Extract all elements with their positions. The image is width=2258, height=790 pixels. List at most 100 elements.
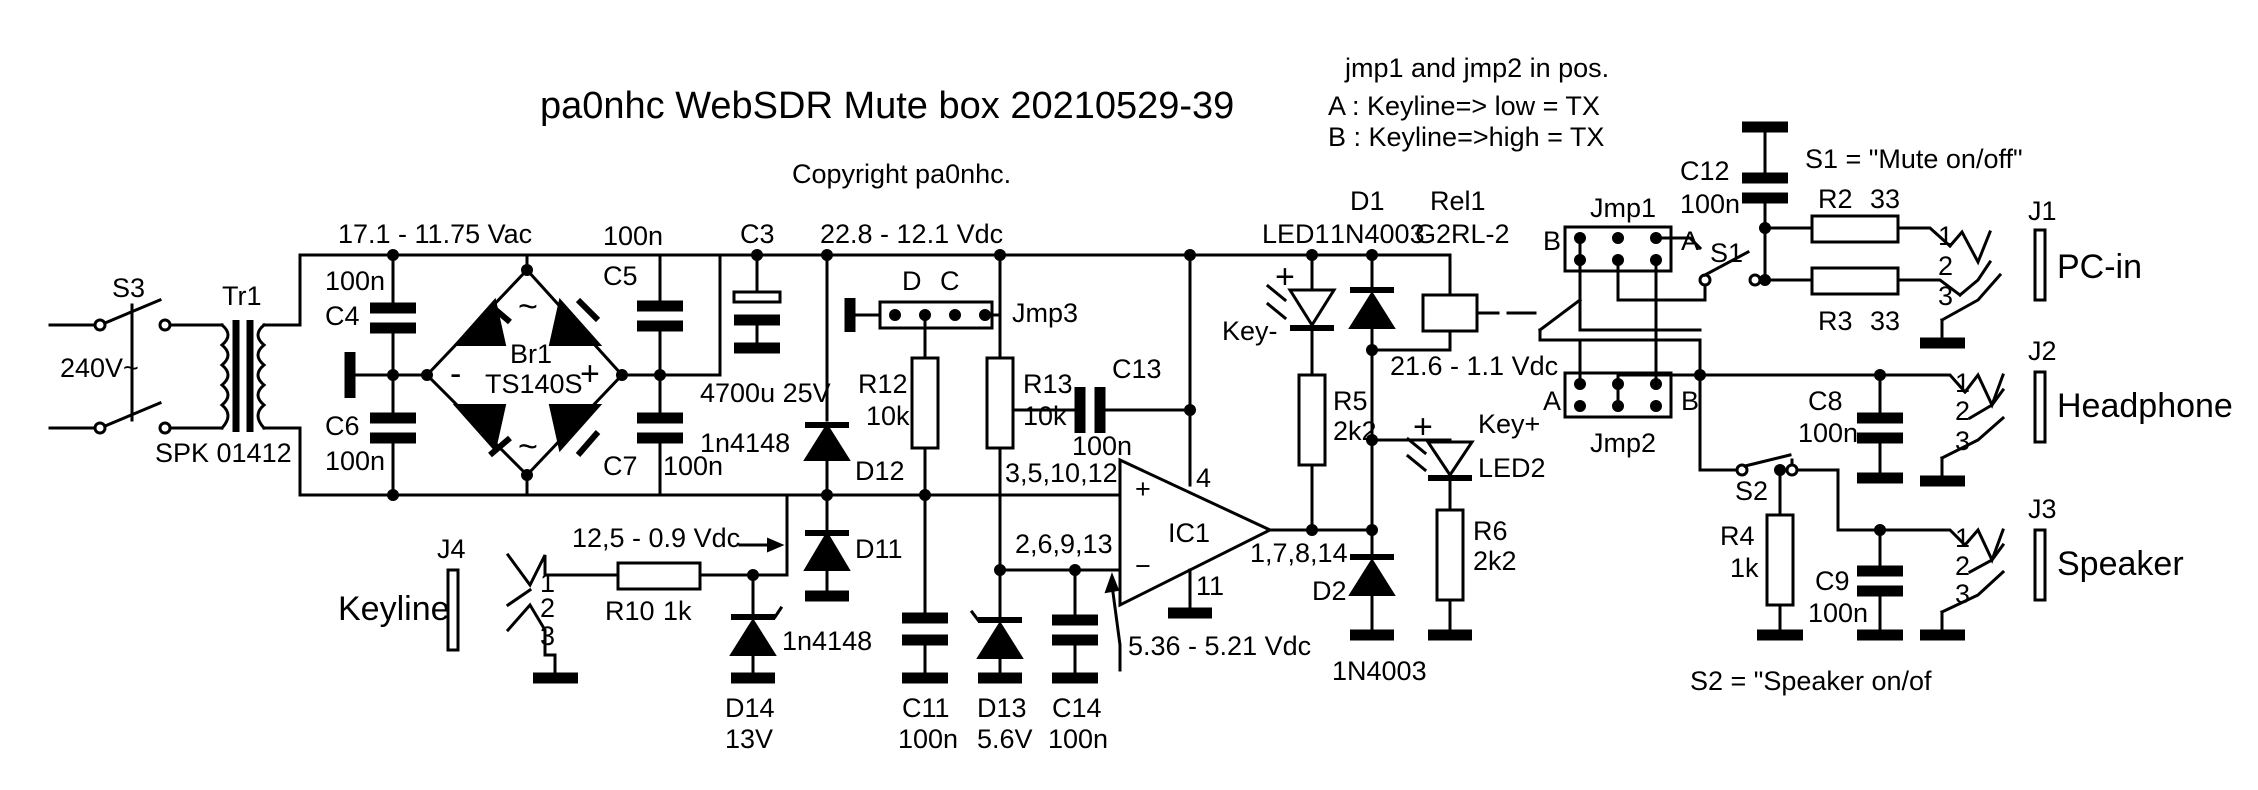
copyright-text: Copyright pa0nhc. [792,159,1011,189]
schematic-title: pa0nhc WebSDR Mute box 20210529-39 [540,85,1234,127]
c14-label: C14 [1052,693,1102,723]
connector-j1 [1920,228,2047,349]
connector-j3 [1920,527,2047,641]
capacitor-c14 [1052,568,1098,684]
jmp3-pos-c: C [940,266,960,296]
j3-pin3: 3 [1955,579,1970,609]
r10-label: R10 [605,596,655,626]
connector-j4 [446,552,607,684]
capacitor-c12 [1742,121,1788,282]
bridge-plus: + [580,355,600,393]
r3-label: R3 [1818,306,1853,336]
d12-value: 1n4148 [700,428,790,458]
connector-j2 [1920,370,2047,487]
r12-value: 10k [866,401,910,431]
c7-label: C7 [603,451,638,481]
transformer-tr1 [219,320,302,432]
relay-contacts [1523,297,1702,342]
r13-label: R13 [1023,369,1073,399]
resistor-r4 [1757,468,1803,641]
ic1-pins-plus: 3,5,10,12 [1005,458,1118,488]
r6-value: 2k2 [1473,546,1517,576]
c8-label: C8 [1808,386,1843,416]
resistor-r12 [910,356,940,497]
d2-label: D2 [1312,576,1347,606]
c13-value: 100n [1072,431,1132,461]
mains-voltage-label: 240V~ [60,353,139,383]
r12-label: R12 [858,369,908,399]
bridge-minus: - [450,355,461,393]
c5-value: 100n [603,221,663,251]
jumper-jmp1 [1563,225,1673,342]
bridge-ac-top: ~ [518,288,538,326]
j1-label: J1 [2028,196,2057,226]
j3-pin2: 2 [1955,551,1970,581]
c13-label: C13 [1112,354,1162,384]
j4-label: J4 [437,534,466,564]
tr1-label: Tr1 [222,281,262,311]
jmp1-pos-a: A [1681,226,1699,256]
j1-pin1: 1 [1938,221,1953,251]
rel1-part: G2RL-2 [1415,219,1510,249]
bridge-rectifier-br1 [421,253,702,497]
jumper-jmp2 [1563,328,1702,419]
resistor-r10 [603,523,789,591]
switch-s2 [1698,373,1968,548]
j2-pin2: 2 [1955,396,1970,426]
j2-pin3: 3 [1955,426,1970,456]
diode-d11 [803,493,851,602]
c8-value: 100n [1798,418,1858,448]
jmp3-pos-d: D [902,266,922,296]
r5-label: R5 [1333,386,1368,416]
switch-s1 [1616,236,1767,302]
jmp1-pos-b: B [1543,226,1561,256]
c14-value: 100n [1048,724,1108,754]
jmp2-pos-b: B [1681,386,1699,416]
c3-label: C3 [740,219,775,249]
ic1-pins-minus: 2,6,9,13 [1015,529,1113,559]
resistor-r3 [1763,266,1963,298]
relay-rel1 [1370,253,1527,352]
r6-label: R6 [1473,516,1508,546]
d11-value: 1n4148 [782,626,872,656]
tr1-part: SPK 01412 [155,438,292,468]
j3-label: J3 [2028,494,2057,524]
capacitor-c4 [370,253,416,377]
j2-pin1: 1 [1955,368,1970,398]
led2-plus: + [1413,408,1433,446]
jumper-jmp3 [844,253,1002,360]
led1-label: LED1 [1262,219,1330,249]
ic1-pins-out: 1,7,8,14 [1250,538,1348,568]
j1-name: PC-in [2057,248,2142,286]
d14-label: D14 [725,693,775,723]
capacitor-c13 [1011,387,1192,433]
r3-value: 33 [1870,306,1900,336]
d2-value: 1N4003 [1332,656,1427,686]
r4-label: R4 [1720,521,1755,551]
c6-value: 100n [325,446,385,476]
jumper-note-line3: B : Keyline=>high = TX [1328,122,1604,152]
d13-label: D13 [977,693,1027,723]
j3-pin1: 1 [1955,523,1970,553]
jmp2-pos-a: A [1543,386,1561,416]
j1-pin2: 2 [1938,251,1953,281]
c9-label: C9 [1815,566,1850,596]
dc-voltage-label: 22.8 - 12.1 Vdc [820,219,1003,249]
c4-value: 100n [325,266,385,296]
ic1-minus: − [1135,551,1151,581]
led2-label: LED2 [1478,453,1546,483]
c11-label: C11 [902,693,950,723]
s1-label: S1 [1710,238,1743,268]
r2-value: 33 [1870,184,1900,214]
resistor-r13 [985,356,1015,572]
c12-value: 100n [1680,189,1740,219]
resistor-r2 [1763,214,1953,249]
br1-label: Br1 [510,339,552,369]
led-led1 [1265,253,1337,377]
ic1-pin-gnd: 11 [1196,571,1224,601]
capacitor-c6 [370,373,416,497]
capacitor-c11 [902,612,948,684]
relay-voltage-label: 21.6 - 1.1 Vdc [1390,351,1558,381]
d13-value: 5.6V [977,724,1033,754]
